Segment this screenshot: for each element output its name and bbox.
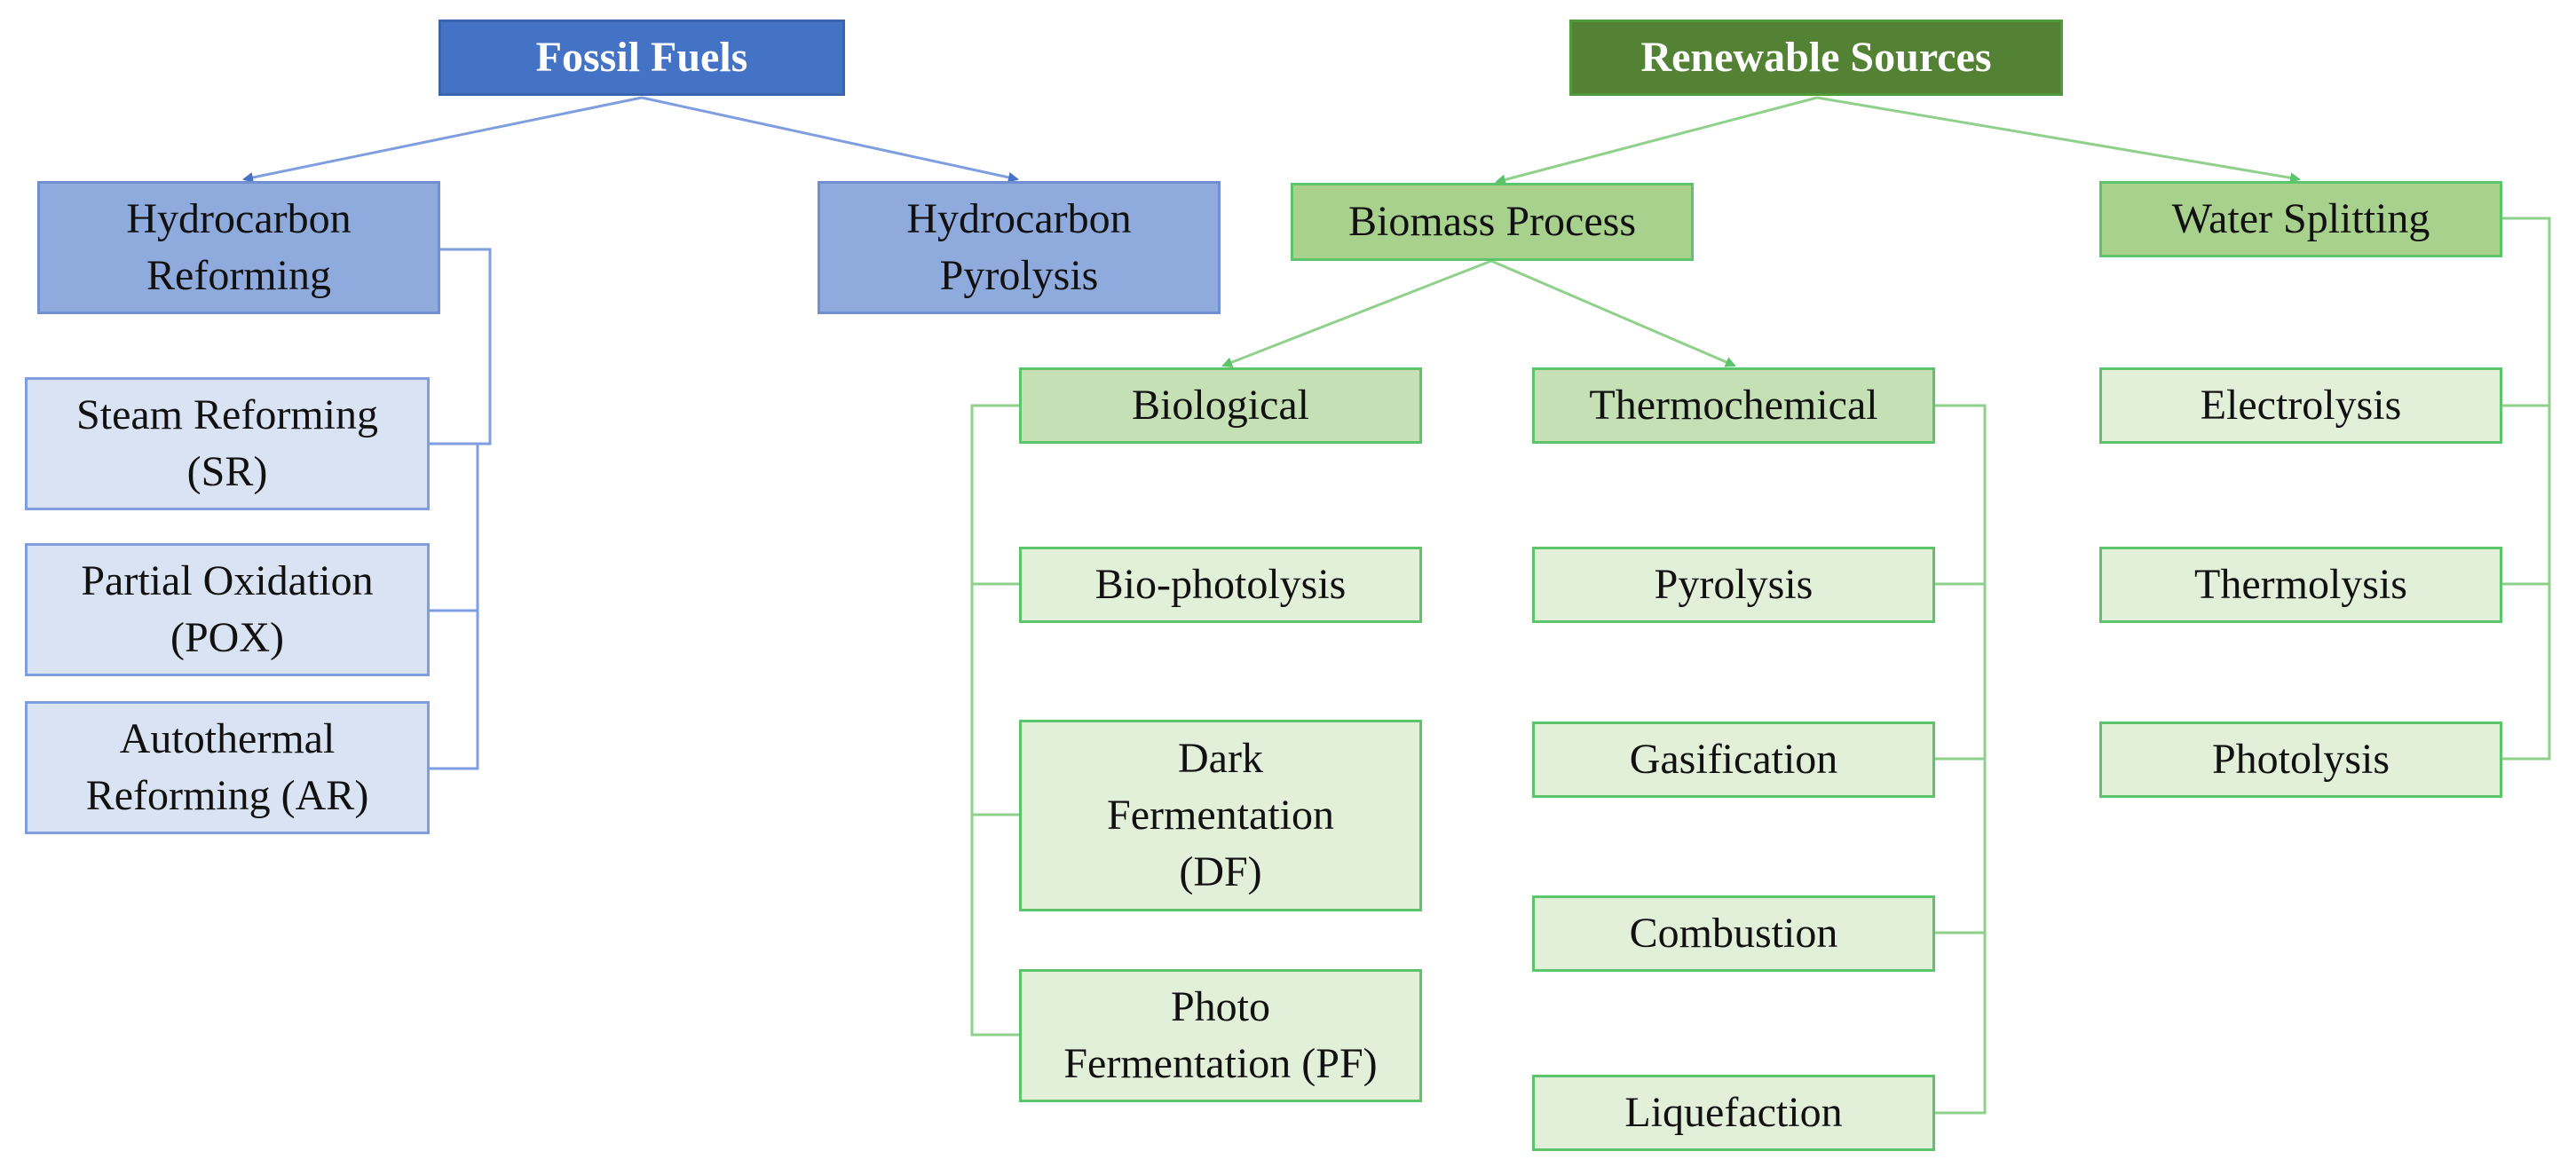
reforming-bracket [430,248,492,770]
dark-fermentation-node: Dark Fermentation (DF) [1019,720,1422,911]
liquefaction-node: Liquefaction [1532,1075,1935,1151]
thermochemical-node: Thermochemical [1532,367,1935,444]
arrow-biomass-to-thermochemical [1490,259,1736,367]
steam-reforming-node: Steam Reforming (SR) [25,377,430,510]
autothermal-reforming-node: Autothermal Reforming (AR) [25,701,430,834]
arrow-renewable-to-biomass [1495,96,1818,185]
arrow-renewable-to-water [1816,96,2301,184]
photo-fermentation-node: Photo Fermentation (PF) [1019,969,1422,1102]
arrow-fossil-to-reforming [242,96,643,183]
thermochemical-bracket [1935,404,1987,1115]
pyrolysis-node: Pyrolysis [1532,547,1935,623]
renewable-sources-node: Renewable Sources [1569,20,2063,96]
biological-node: Biological [1019,367,1422,444]
combustion-node: Combustion [1532,895,1935,972]
electrolysis-node: Electrolysis [2099,367,2502,444]
bio-photolysis-node: Bio-photolysis [1019,547,1422,623]
fossil-fuels-node: Fossil Fuels [439,20,845,96]
photolysis-node: Photolysis [2099,722,2502,798]
gasification-node: Gasification [1532,722,1935,798]
water-splitting-node: Water Splitting [2099,181,2502,257]
arrow-fossil-to-pyrolysis [641,96,1019,183]
hydrocarbon-pyrolysis-node: Hydrocarbon Pyrolysis [818,181,1221,314]
partial-oxidation-node: Partial Oxidation (POX) [25,543,430,676]
hydrocarbon-reforming-node: Hydrocarbon Reforming [37,181,440,314]
biomass-process-node: Biomass Process [1291,183,1694,261]
water-bracket [2502,217,2551,761]
thermolysis-node: Thermolysis [2099,547,2502,623]
biological-bracket [970,404,1019,1037]
arrow-biomass-to-biological [1221,259,1492,367]
